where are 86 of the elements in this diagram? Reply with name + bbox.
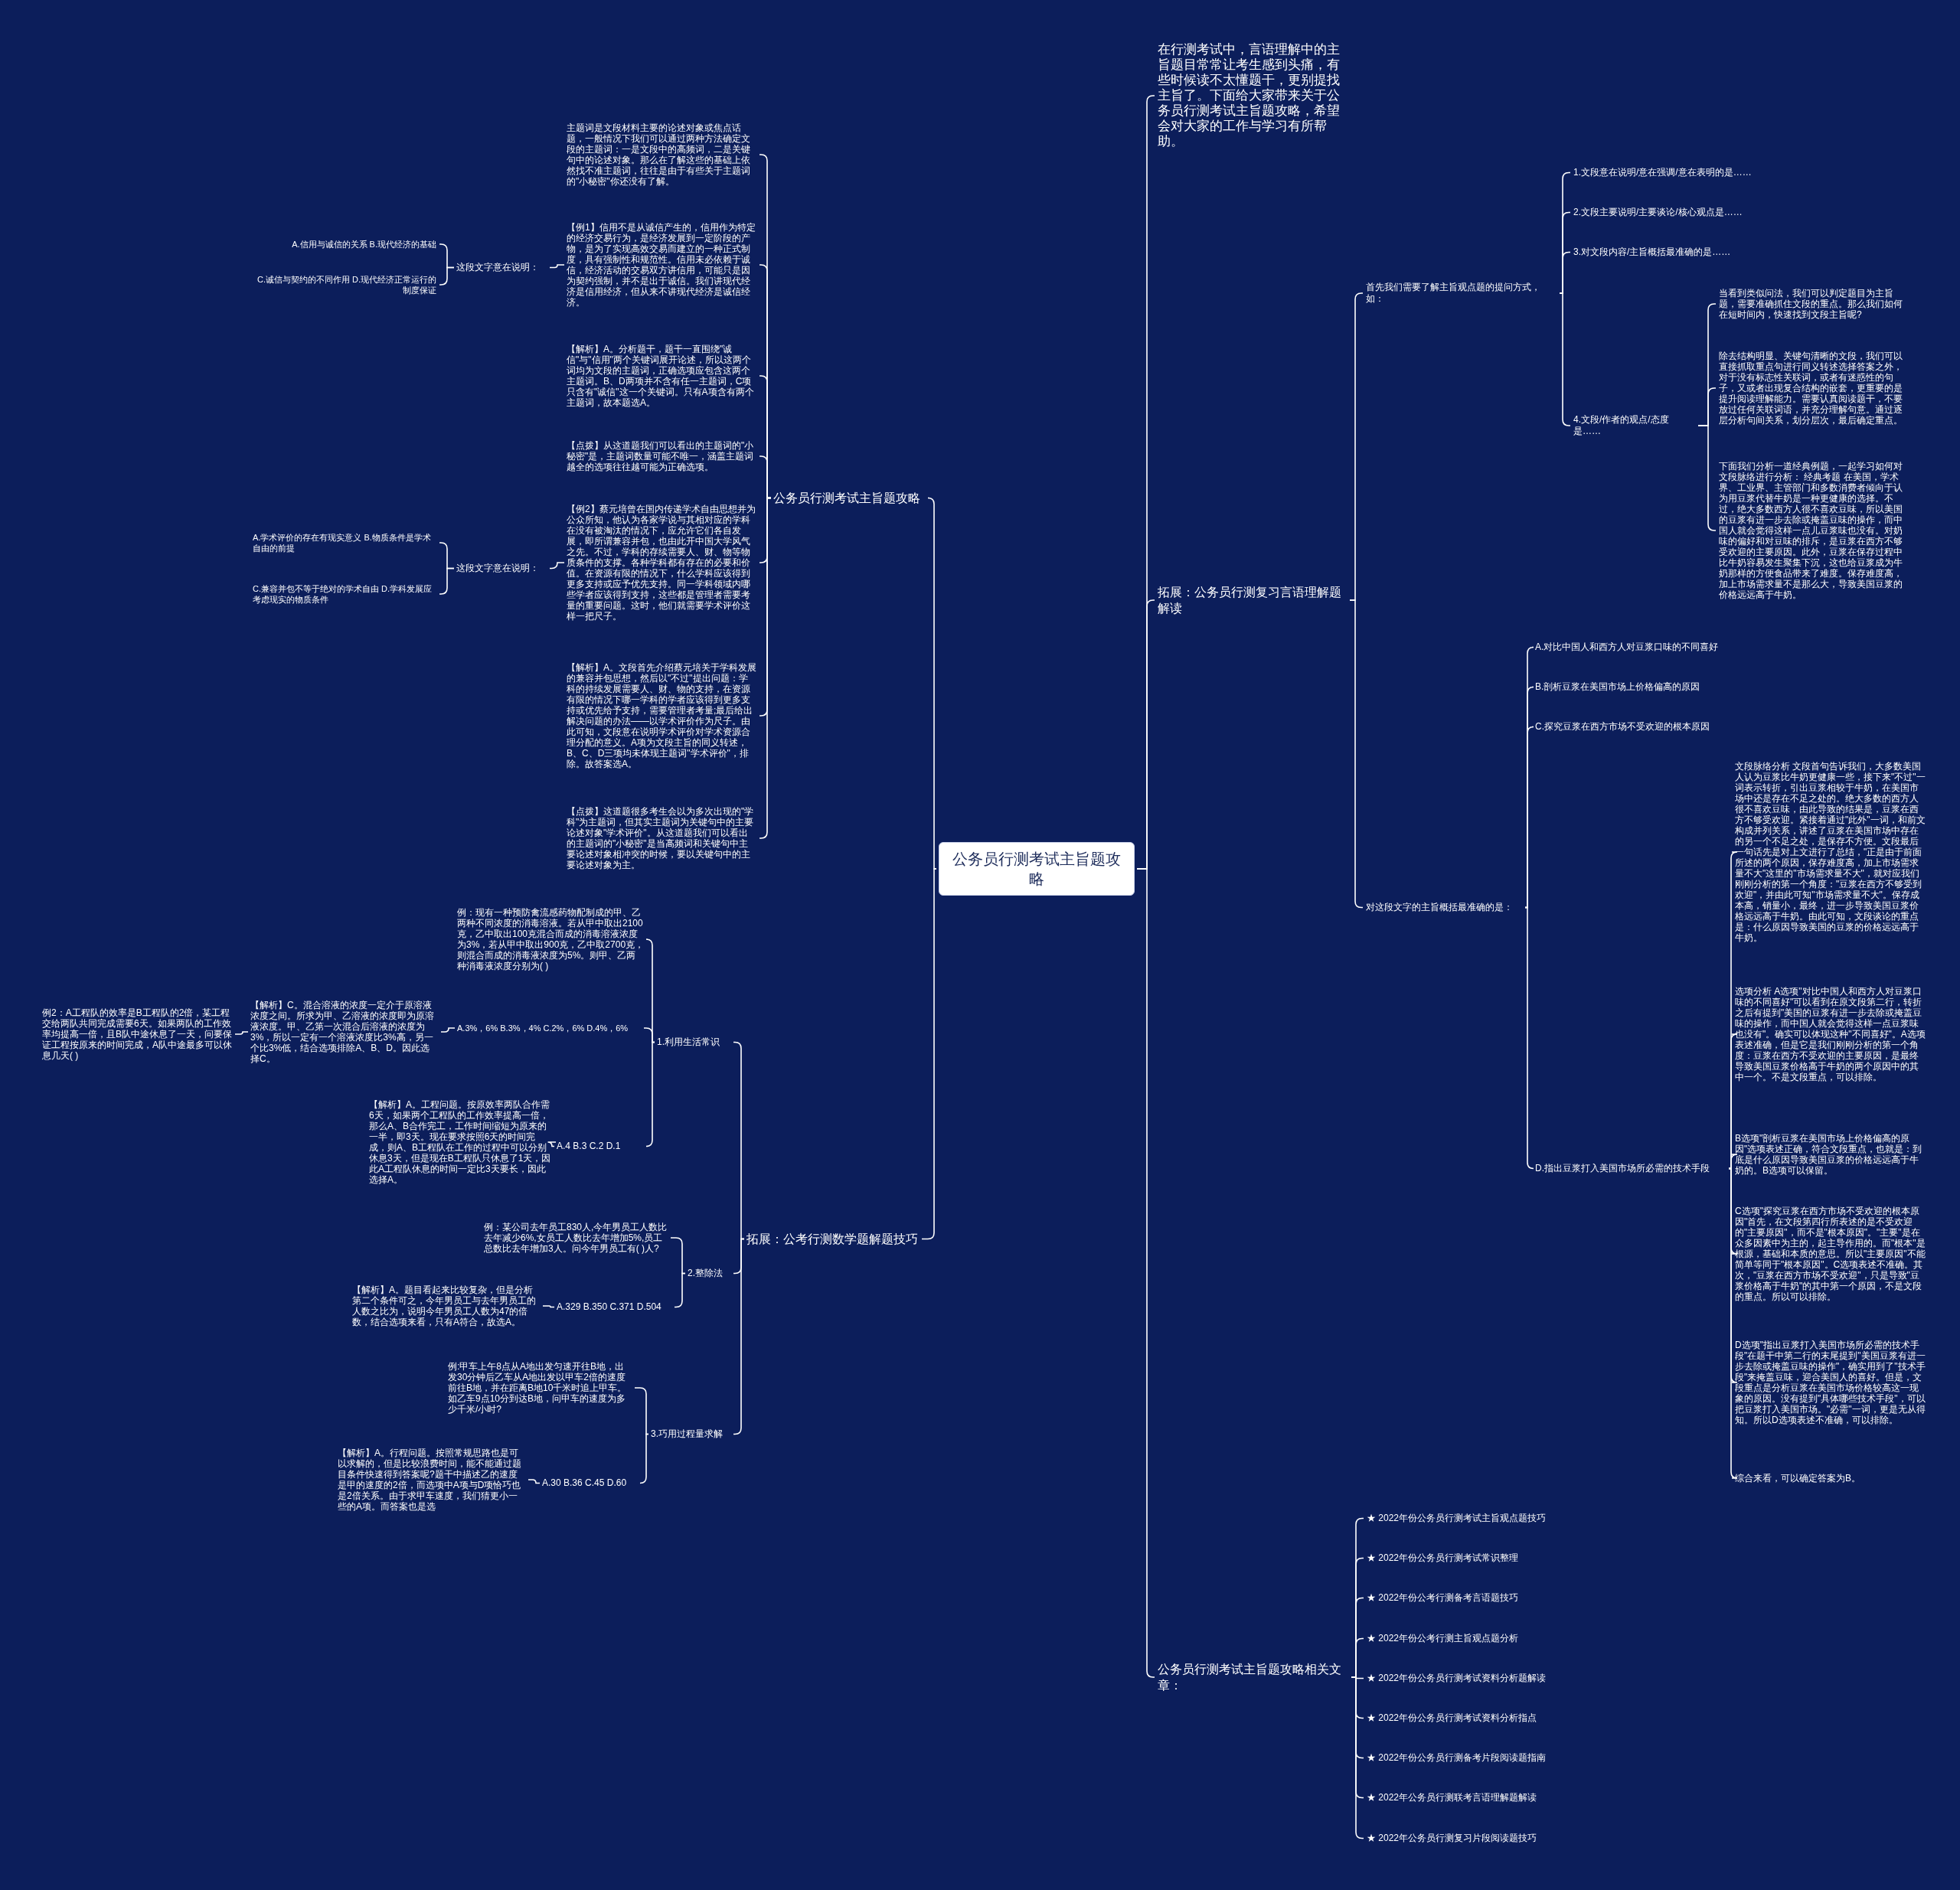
topic-text: ★ 2022年份公务员行测备考片段阅读题指南 [1367, 1752, 1589, 1764]
connector-line [234, 1031, 249, 1035]
note-text: C选项"探究豆浆在西方市场不受欢迎的根本原因"首先，在文段第四行所表述的是不受欢迎的"主要原因"，而不是"根本原因"。"主要"是在众多因素中为主的，起主导作用的。而"根本"是根源，基础和本质的意思。所以"主要原因"不能简单等同于"根本原因"。C选项表述不准确。其次，"豆浆在西方市场不受欢迎"，只是导致"豆浆价格高于牛奶"的其中第一个原因，不是文段的重点。所以可以排除。 [1735, 1206, 1926, 1302]
topic-text: A.329 B.350 C.371 D.504 [557, 1301, 671, 1313]
topic-text: ★ 2022年份公考行测主旨观点题分析 [1367, 1632, 1589, 1644]
branch-heading: 公务员行测考试主旨题攻略相关文章： [1158, 1661, 1349, 1693]
connector-line [1351, 1676, 1364, 1839]
topic-text: A.对比中国人和西方人对豆浆口味的不同喜好 [1535, 641, 1765, 653]
connector-line [674, 1272, 686, 1308]
option-text: A.信用与诚信的关系 B.现代经济的基础 [253, 239, 436, 250]
note-text: 【解析】A。工程问题。按原效率两队合作需6天，如果两个工程队的工作效率提高一倍，那么A、B合作完工，工作时间缩短为原来的一半，即3天。现在要求按照6天的时间完成，则A、B工程队在工作的过程中可以分别休息3天，但是现在B工程队只休息了1天，因此A工程队休息的时间一定比3天要长，因此选择A。 [369, 1099, 553, 1185]
note-text: D选项"指出豆浆打入美国市场所必需的技术手段"在题干中第二行的末尾提到"美国豆浆有进一步去除或掩盖豆味的操作"，确实用到了"技术手段"来掩盖豆味，迎合美国人的喜好。但是，文段重点是分析豆浆在美国市场价格较高这一现象的原因。没有提到"具体哪些技术手段"，可以把豆浆打入美国市场。"必需"一词，更是无从得知。所以D选项表述不准确，可以排除。 [1735, 1340, 1926, 1425]
note-text: 【解析】A。行程问题。按照常规思路也是可以求解的，但是比较浪费时间，能不能通过题目条件快速得到答案呢?题干中描述乙的速度是甲的速度的2倍，而选项中A项与D项恰巧也是2倍关系。由于求甲车速度，我们猜更小一些的A项。而答案也是选 [338, 1448, 525, 1512]
topic-text: A.30 B.36 C.45 D.60 [542, 1477, 638, 1489]
topic-text: 首先我们需要了解主旨观点题的提问方式，如： [1366, 282, 1557, 305]
note-text: 文段脉络分析 文段首句告诉我们，大多数美国人认为豆浆比牛奶更健康一些，接下来"不过"一词表示转折，引出豆浆相较于牛奶，在美国市场中还是存在不足之处的。绝大多数的西方人很不喜欢豆味，由此导致的结果是，豆浆在西方不够受欢迎。紧接着通过"此外"一词，和前文构成并列关系，讲述了豆浆在美国市场中存在的另一个不足之处，是保存不方便。文段最后一句话先是对上文进行了总结，"正是由于前面所述的两个原因，保存难度高，加上市场需求量不大"这里的"市场需求量不大"，就对应我们刚刚分析的第一个角度："豆浆在西方不够受到欢迎"，并由此可知"市场需求量不大"。保存成本高，销量小，最终，进一步导致美国豆浆价格远远高于牛奶。由此可知，文段谈论的重点是：什么原因导致美国的豆浆的价格远远高于牛奶。 [1735, 761, 1926, 943]
connector-line [1349, 599, 1364, 909]
topic-text: 1.利用生活常识 [657, 1036, 730, 1048]
topic-text: 2.文段主要说明/主要谈论/核心观点是…… [1573, 207, 1780, 218]
connector-line [927, 497, 937, 870]
note-text: 【解析】A。题目看起来比较复杂，但是分析第二个条件可之，今年男员工与去年男员工的人数之比为，说明今年男员工人数为47的倍数，结合选项来看，只有A符合，故选A。 [352, 1284, 540, 1327]
topic-text: ★ 2022年公务员行测复习片段阅读题技巧 [1367, 1832, 1589, 1844]
intro-text: 在行测考试中，言语理解中的主旨题目常常让考生感到头痛，有些时候读不太懂题干，更别提找主旨了。下面给大家带来关于公务员行测考试主旨题攻略，希望会对大家的工作与学习有所帮助。 [1158, 42, 1341, 149]
topic-text: ★ 2022年份公务员行测考试资料分析题解读 [1367, 1672, 1589, 1684]
connector-line [1524, 726, 1534, 909]
connector-line [439, 266, 455, 286]
note-text: 下面我们分析一道经典例题，一起学习如何对文段脉络进行分析： 经典考题 在美国，学术界、工业界、主管部门和多数消费者倾向于认为用豆浆代替牛奶是一种更健康的选择。不过，绝大多数西方人很不喜欢豆味，所以美国的豆浆有进一步去除或掩盖豆味的操作，而中国人就会觉得这样一点儿豆浆味也没有。对奶味的偏好和对豆味的排斥，是豆浆在西方不够受欢迎的主要原因。此外，豆浆在保存过程中比牛奶容易发生聚集下沉，这也给豆浆成为牛奶那样的方便食品带来了难度。保存难度高，加上市场需求量不是那么大，导致美国豆浆的价格远远高于牛奶。 [1719, 461, 1910, 600]
topic-text: ★ 2022年份公务员行测考试资料分析指点 [1367, 1712, 1589, 1724]
connector-line [643, 1027, 655, 1043]
connector-line [759, 497, 772, 839]
topic-text: A.4 B.3 C.2 D.1 [557, 1141, 645, 1152]
branch-heading: 拓展：公务员行测复习言语理解题解读 [1158, 584, 1348, 616]
connector-line [1559, 292, 1571, 426]
connector-line [1136, 868, 1155, 1678]
connector-line [440, 1027, 456, 1033]
connector-line [1728, 1154, 1738, 1170]
topic-text: D.指出豆浆打入美国市场所必需的技术手段 [1535, 1163, 1726, 1174]
option-text: C.诚信与契约的不同作用 D.现代经济正常运行的制度保证 [253, 274, 436, 295]
note-text: 【解析】A。分析题干，题干一直围绕"诚信"与"信用"两个关键词展开论述，所以这两个词均为文段的主题词，正确选项应包含这两个主题词。B、D两项并不含有任一主题词，C项只含有"诚信"这一个关键词。只有A项含有两个主题词，故本题选A。 [567, 344, 756, 408]
note-text: 【点拨】这道题很多考生会以为多次出现的"学科"为主题词，但其实主题词为关键句中的主要论述对象"学术评价"。从这道题我们可以看出的主题词的"小秘密"是当高频词和关键句中主要论述对象相冲突的时候，要以关键句中的主要论述对象为主。 [567, 806, 756, 870]
topic-text: ★ 2022年份公考行测备考言语题技巧 [1367, 1592, 1589, 1604]
connector-line [439, 567, 455, 595]
topic-text: C.探究豆浆在西方市场不受欢迎的根本原因 [1535, 721, 1765, 733]
topic-text: 4.文段/作者的观点/态度是…… [1573, 414, 1696, 437]
note-text: 主题词是文段材料主要的论述对象或焦点话题，一般情况下我们可以通过两种方法确定文段的主题词：一是文段中的高频词，二是关键句中的论述对象。那么在了解这些的基础上依然找不准主题词，往往是由于有些关于主题词的"小秘密"你还没有了解。 [567, 122, 756, 187]
connector-line [547, 1141, 557, 1147]
central-topic-box: 公务员行测考试主旨题攻略 [939, 842, 1135, 896]
note-text: 【例1】信用不是从诚信产生的，信用作为特定的经济交易行为，是经济发展到一定阶段的产物，是为了实现高效交易而建立的一种正式制度，具有强制性和规范性。信用未必依赖于诚信，经济活动的交易双方讲信用，可能只是因为契约强制，并不是出于诚信。我们讲现代经济是信用经济，但从来不讲现代经济是诚信经济。 [567, 222, 756, 308]
topic-text: 这段文字意在说明： [456, 262, 547, 273]
topic-text: 这段文字意在说明： [456, 563, 547, 574]
branch-heading: 拓展：公考行测数学题解题技巧 [746, 1231, 919, 1247]
option-text: A.学术评价的存在有现实意义 B.物质条件是学术自由的前提 [253, 532, 436, 553]
connector-line [733, 1238, 745, 1435]
note-text: 综合来看，可以确定答案为B。 [1735, 1473, 1926, 1484]
note-text: 例：现有一种预防禽流感药物配制成的甲、乙两种不同浓度的消毒溶液。若从甲中取出2100克，乙中取出100克混合而成的消毒溶液浓度为3%，若从甲中取出900克，乙中取2700克，则混合而成的消毒液浓度为5%。则甲、乙两种消毒液浓度分别为( ) [457, 907, 645, 971]
connector-line [645, 1041, 655, 1147]
option-text: C.兼容并包不等于绝对的学术自由 D.学科发展应考虑现实的物质条件 [253, 583, 436, 605]
connector-line [1524, 906, 1534, 1170]
note-text: 例:甲车上午8点从A地出发匀速开往B地，出发30分钟后乙车从A地出发以甲车2倍的速度前往B地，并在距离B地10千米时追上甲车。如乙车9点10分到达B地，问甲车的速度为多少千米/小时? [448, 1361, 632, 1415]
option-text: A.3%，6% B.3%，4% C.2%，6% D.4%，6% [457, 1023, 641, 1033]
note-text: 【解析】A。文段首先介绍蔡元培关于学科发展的兼容并包思想，然后以"不过"提出问题：学科的持续发展需要人、财、物的支持，在资源有限的情况下哪一学科的学者应该得到更多支持或优先给予支持，需要管理者考量;最后给出解决问题的办法——以学术评价作为尺子。由此可知，文段意在说明学术评价对学术资源合理分配的意义。A项为文段主旨的同义转述，B、C、D三项均未体现主题词"学术评价"，排除。故答案选A。 [567, 662, 756, 769]
connector-line [639, 1433, 649, 1484]
note-text: 当看到类似问法，我们可以判定题目为主旨题，需要准确抓住文段的重点。那么我们如何在短时间内，快速找到文段主旨呢? [1719, 288, 1910, 320]
topic-text: 对这段文字的主旨概括最准确的是： [1366, 902, 1523, 913]
connector-line [549, 562, 565, 570]
topic-text: 3.巧用过程量求解 [651, 1428, 730, 1440]
topic-text: 3.对文段内容/主旨概括最准确的是…… [1573, 246, 1780, 258]
topic-text: ★ 2022年份公务员行测考试常识整理 [1367, 1552, 1589, 1565]
note-text: 例：某公司去年员工830人,今年男员工人数比去年减少6%,女员工人数比去年增加5%,员工总数比去年增加3人。问今年男员工有( )人? [484, 1222, 668, 1254]
connector-line [549, 264, 565, 269]
note-text: 除去结构明显、关键句清晰的文段，我们可以直接抓取重点句进行同义转述选择答案之外，对于没有标志性关联词，或者有迷惑性的句子，又或者出现复合结构的嵌套，更重要的是提升阅读理解能力。需要认真阅读题干，不要放过任何关联词语，并充分理解句意。通过逐层分析句间关系，划分层次，最后确定重点。 [1719, 351, 1910, 426]
note-text: B选项"剖析豆浆在美国市场上价格偏高的原因"选项表述正确，符合文段重点，也就是：到底是什么原因导致美国豆浆的价格远远高于牛奶的。B选项可以保留。 [1735, 1133, 1926, 1176]
note-text: 【点拨】从这道题我们可以看出的主题词的"小秘密"是，主题词数量可能不唯一，涵盖主题词越全的选项往往越可能为正确选项。 [567, 440, 756, 472]
topic-text: B.剖析豆浆在美国市场上价格偏高的原因 [1535, 681, 1765, 693]
topic-text: ★ 2022年公务员行测联考言语理解题解读 [1367, 1792, 1589, 1804]
connector-line [528, 1479, 541, 1484]
note-text: 选项分析 A选项"对比中国人和西方人对豆浆口味的不同喜好"可以看到在原文段第二行，转折之后有提到"美国的豆浆有进一步去除或掩盖豆味的操作，而中国人就会觉得这样一点豆浆味也没有"。确实可以体现这种"不同喜好"。A选项表述准确，但是它是我们刚刚分析的第一个角度：豆浆在西方不受欢迎的主要原因，是最终导致美国豆浆价格高于牛奶的两个原因中的其中一个。不是文段重点，可以排除。 [1735, 986, 1926, 1082]
branch-heading: 公务员行测考试主旨题攻略 [773, 490, 926, 506]
topic-text: ★ 2022年份公务员行测考试主旨观点题技巧 [1367, 1513, 1589, 1524]
connector-line [1697, 425, 1717, 531]
connector-line [542, 1305, 555, 1308]
note-text: 【解析】C。混合溶液的浓度一定介于原溶液浓度之间。所求为甲、乙溶液的浓度即为原溶液浓度。甲、乙第一次混合后溶液的浓度为3%，所以一定有一个溶液浓度比3%高，另一个比3%低，结合选项排除A、B、D。因此选择C。 [250, 1000, 438, 1064]
note-text: 【例2】蔡元培曾在国内传递学术自由思想并为公众所知，他认为各家学说与其相对应的学科在没有被淘汰的情况下，应允许它们各自发展，即所谓兼容并包，也由此开中国大学风气之先。不过，学科的存续需要人、财、物等物质条件的支撑。各种学科都有存在的必要和价值。在资源有限的情况下，什么学科应该得到更多支持或应予优先支持。同一学科领域内哪些学者应该得到支持，这些都是管理者需要考量的重要问题。这时，他们就需要学术评价这样一把尺子。 [567, 504, 756, 622]
topic-text: 1.文段意在说明/意在强调/意在表明的是…… [1573, 167, 1780, 178]
topic-text: 2.整除法 [688, 1268, 730, 1279]
note-text: 例2：A工程队的效率是B工程队的2倍，某工程交给两队共同完成需要6天。如果两队的工作效率均提高一倍，且B队中途休息了一天，问要保证工程按原来的时间完成，A队中途最多可以休息几天( ) [42, 1007, 232, 1061]
